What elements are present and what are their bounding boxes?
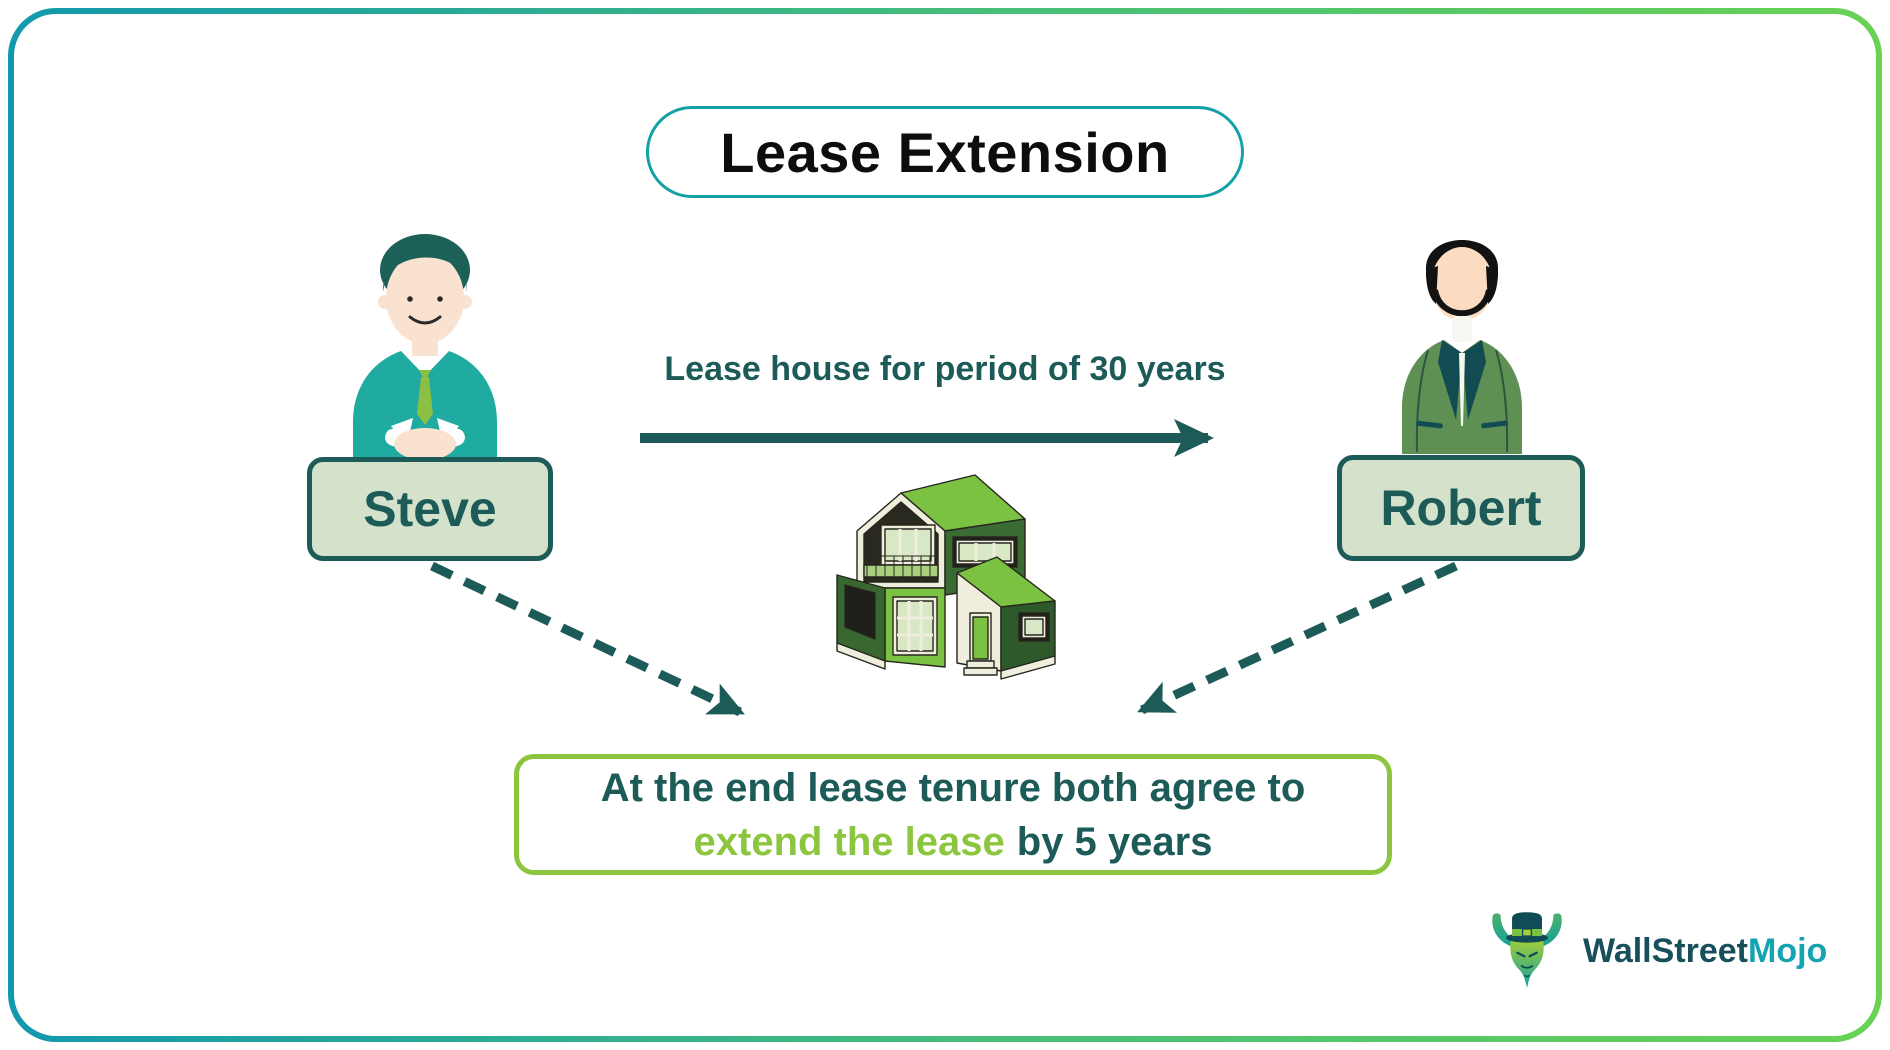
robert-name-box: Robert bbox=[1337, 455, 1585, 561]
bull-logo-icon bbox=[1492, 912, 1562, 988]
logo-mojo: Mojo bbox=[1748, 931, 1828, 970]
lease-arrow-label: Lease house for period of 30 years bbox=[664, 350, 1226, 388]
robert-person-icon bbox=[1402, 240, 1522, 454]
wallstreetmojo-logo: WallStreetMojo bbox=[1483, 903, 1827, 999]
house-icon bbox=[836, 474, 1056, 680]
lessor-name: Steve bbox=[363, 481, 497, 537]
lessee-name: Robert bbox=[1380, 480, 1542, 536]
logo-wordmark: WallStreetMojo bbox=[1583, 932, 1827, 971]
page-title: Lease Extension bbox=[720, 120, 1170, 184]
note-line-1: At the end lease tenure both agree to bbox=[600, 765, 1306, 810]
lease-extension-note-box: At the end lease tenure both agree to ex… bbox=[514, 754, 1392, 875]
logo-wallstreet: WallStreet bbox=[1583, 931, 1749, 970]
note-highlight: extend the lease bbox=[693, 819, 1005, 864]
steve-name-box: Steve bbox=[307, 457, 553, 561]
steve-person-icon bbox=[353, 234, 497, 458]
note-line-2-rest: by 5 years bbox=[1016, 819, 1213, 864]
title-box: Lease Extension bbox=[646, 106, 1244, 198]
